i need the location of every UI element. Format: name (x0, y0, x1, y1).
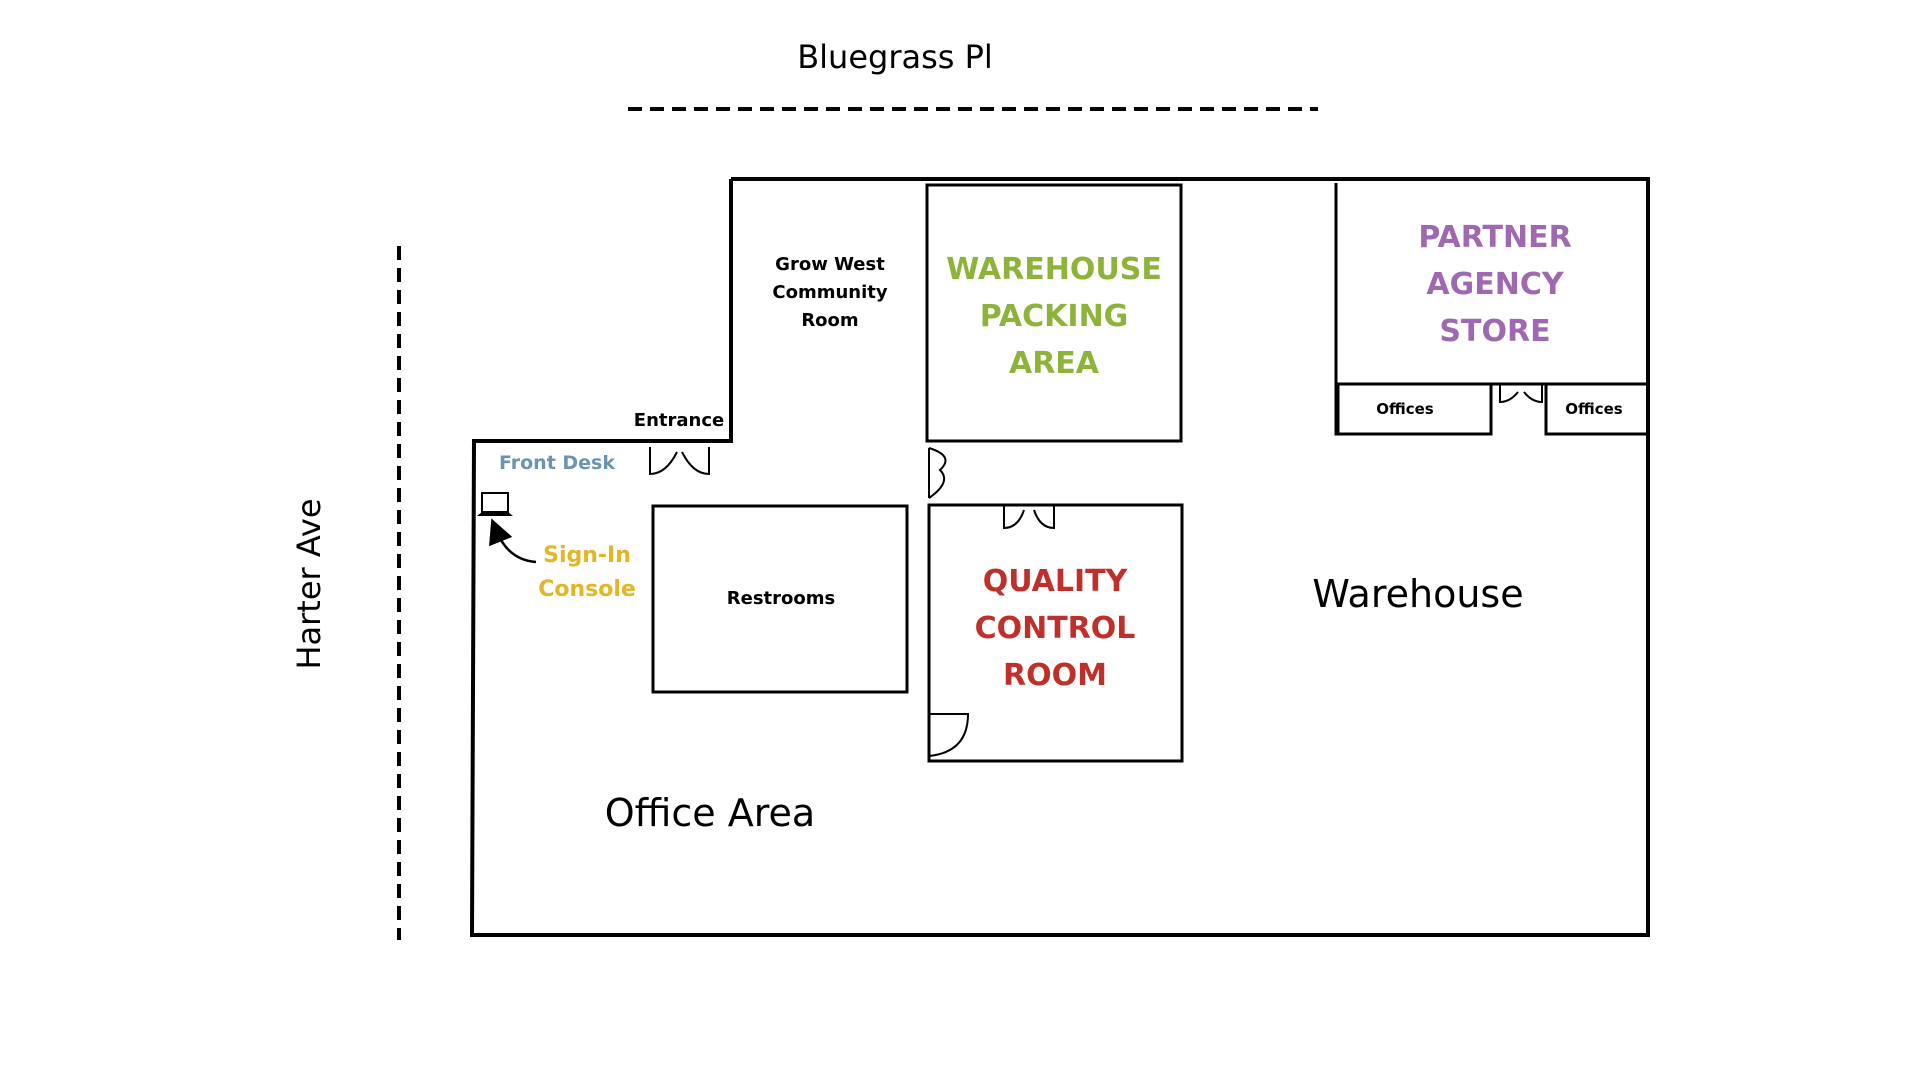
svg-text:Sign-In: Sign-In (543, 543, 631, 568)
svg-text:Community: Community (772, 282, 887, 303)
entrance-door-icon (649, 447, 710, 476)
svg-text:AREA: AREA (1009, 346, 1100, 381)
svg-text:Grow West: Grow West (775, 254, 885, 275)
packing-area-label: WAREHOUSE PACKING AREA (946, 252, 1162, 381)
warehouse-label: Warehouse (1312, 572, 1523, 616)
svg-text:Console: Console (538, 577, 636, 602)
svg-text:ROOM: ROOM (1003, 658, 1107, 693)
svg-text:WAREHOUSE: WAREHOUSE (946, 252, 1162, 287)
svg-text:STORE: STORE (1439, 314, 1550, 349)
qc-top-door-icon (1003, 505, 1055, 530)
office-area-label: Office Area (605, 791, 815, 835)
street-north-label: Bluegrass Pl (797, 38, 993, 76)
restrooms-box (651, 504, 909, 694)
community-room-label: Grow West Community Room (772, 254, 887, 331)
partner-store-label: PARTNER AGENCY STORE (1418, 220, 1571, 349)
svg-text:PACKING: PACKING (980, 299, 1129, 334)
packing-area-box (925, 183, 1183, 443)
quality-control-label: QUALITY CONTROL ROOM (975, 564, 1136, 693)
building-outline (469, 177, 1650, 937)
hall-door-icon (928, 447, 947, 499)
offices-left-label: Offices (1376, 400, 1434, 418)
svg-text:PARTNER: PARTNER (1418, 220, 1571, 255)
quality-control-box (927, 503, 1184, 763)
svg-text:Room: Room (801, 310, 858, 331)
front-desk-label: Front Desk (499, 452, 615, 474)
offices-door-icon (1499, 384, 1543, 404)
svg-text:QUALITY: QUALITY (983, 564, 1129, 599)
offices-right-label: Offices (1565, 400, 1623, 418)
curved-arrow-icon (489, 518, 537, 564)
restrooms-label: Restrooms (727, 588, 835, 609)
svg-text:AGENCY: AGENCY (1426, 267, 1564, 302)
svg-text:CONTROL: CONTROL (975, 611, 1136, 646)
entrance-label: Entrance (634, 410, 724, 431)
laptop-icon (477, 492, 513, 516)
street-west-label: Harter Ave (290, 498, 328, 669)
qc-corner-door-icon (928, 713, 970, 757)
sign-in-console-label: Sign-In Console (538, 543, 636, 602)
